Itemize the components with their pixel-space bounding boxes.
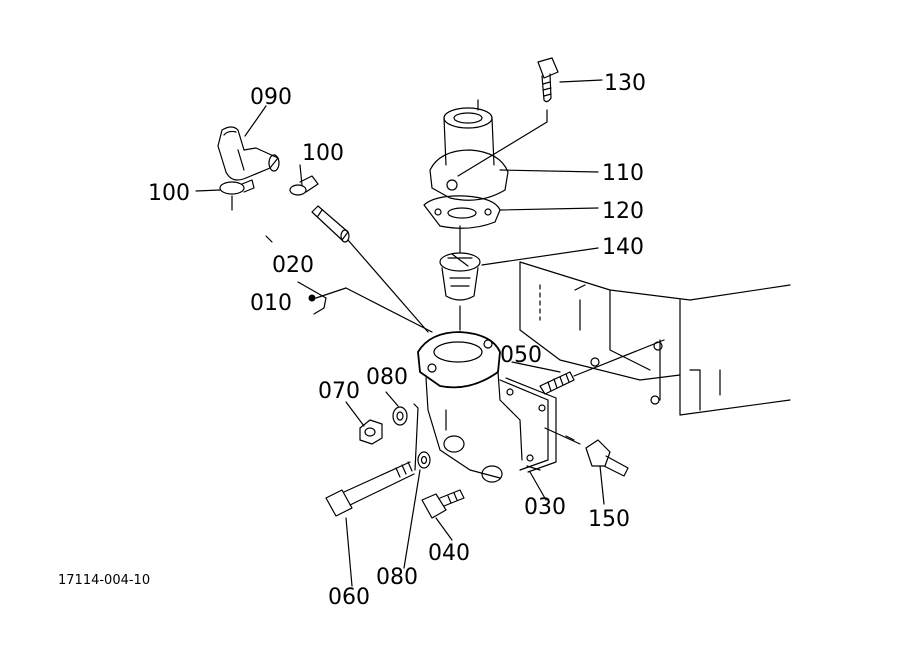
stud-050 bbox=[539, 339, 665, 395]
label-120: 120 bbox=[602, 199, 644, 224]
thermostat-140 bbox=[439, 225, 481, 331]
label-150: 150 bbox=[588, 507, 630, 532]
bolt-130 bbox=[457, 57, 559, 177]
clamp-100-left bbox=[219, 179, 255, 211]
drawing-code: 17114-004-10 bbox=[58, 573, 150, 588]
label-080-upper: 080 bbox=[366, 365, 408, 390]
washer-080-upper bbox=[392, 406, 408, 426]
label-100-left: 100 bbox=[148, 181, 190, 206]
label-010: 010 bbox=[250, 291, 292, 316]
label-050: 050 bbox=[500, 343, 542, 368]
label-140: 140 bbox=[602, 235, 644, 260]
label-030: 030 bbox=[524, 495, 566, 520]
leader-lines bbox=[195, 79, 605, 587]
gasket-120 bbox=[423, 195, 501, 229]
washer-080-lower bbox=[417, 451, 431, 469]
label-130: 130 bbox=[604, 71, 646, 96]
label-100-right: 100 bbox=[302, 141, 344, 166]
bolt-040 bbox=[421, 489, 465, 519]
label-090: 090 bbox=[250, 85, 292, 110]
label-040: 040 bbox=[428, 541, 470, 566]
label-060: 060 bbox=[328, 585, 370, 610]
nut-070 bbox=[359, 419, 383, 445]
label-110: 110 bbox=[602, 161, 644, 186]
engine-block bbox=[519, 261, 791, 416]
pipe-020 bbox=[311, 205, 429, 333]
hose-090 bbox=[217, 126, 280, 181]
label-080-lower: 080 bbox=[376, 565, 418, 590]
gasket-030 bbox=[505, 377, 557, 473]
clamp-100-right bbox=[289, 175, 319, 196]
water-flange-010 bbox=[417, 331, 549, 483]
label-020: 020 bbox=[272, 253, 314, 278]
label-070: 070 bbox=[318, 379, 360, 404]
sensor-150 bbox=[544, 427, 629, 477]
bolt-060 bbox=[325, 461, 415, 517]
thermostat-cover-110 bbox=[429, 99, 509, 201]
